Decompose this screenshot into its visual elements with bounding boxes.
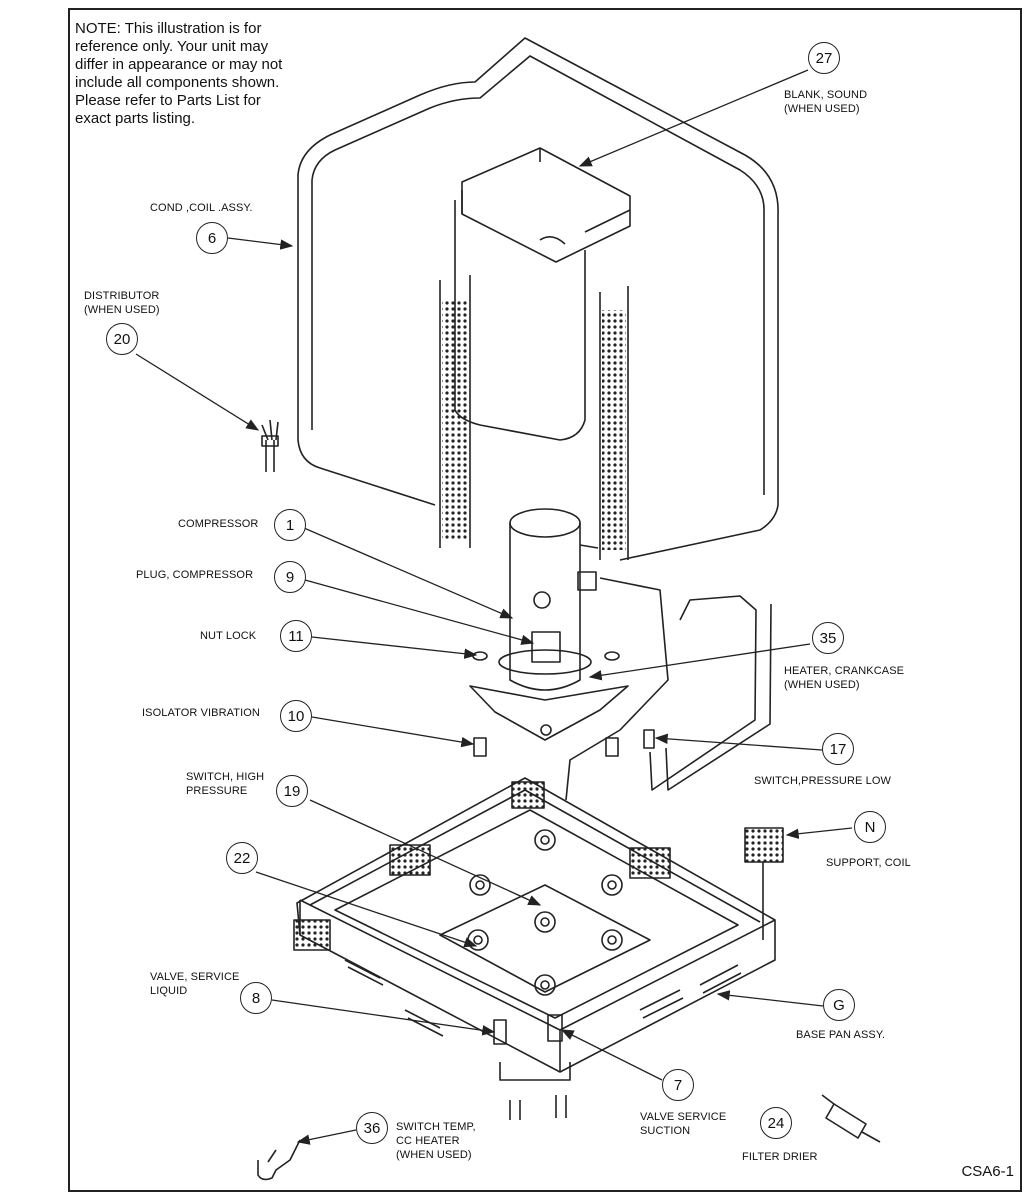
callout-10[interactable]: 10 — [280, 700, 312, 732]
callout-19[interactable]: 19 — [276, 775, 308, 807]
callout-6[interactable]: 6 — [196, 222, 228, 254]
label-cond-coil-assy: COND ,COIL .ASSY. — [150, 202, 253, 214]
callout-36[interactable]: 36 — [356, 1112, 388, 1144]
condenser-coil-assembly — [297, 37, 779, 561]
disclaimer-note: NOTE: This illustration is for reference… — [75, 20, 283, 127]
label-valve-service-liquid: VALVE, SERVICE LIQUID — [150, 971, 240, 997]
callout-1[interactable]: 1 — [274, 509, 306, 541]
callout-N[interactable]: N — [854, 811, 886, 843]
label-compressor: COMPRESSOR — [178, 518, 259, 530]
diagram-frame — [68, 8, 1022, 1192]
callout-7[interactable]: 7 — [662, 1069, 694, 1101]
filter-drier — [821, 1094, 881, 1143]
callout-11[interactable]: 11 — [280, 620, 312, 652]
compressor — [509, 508, 599, 691]
callout-17[interactable]: 17 — [822, 733, 854, 765]
label-support-coil: SUPPORT, COIL — [826, 857, 911, 869]
label-filter-drier: FILTER DRIER — [742, 1151, 818, 1163]
label-plug-compressor: PLUG, COMPRESSOR — [136, 569, 254, 581]
callout-8[interactable]: 8 — [240, 982, 272, 1014]
label-blank-sound: BLANK, SOUND (WHEN USED) — [784, 89, 868, 115]
temp-switch — [257, 1139, 301, 1181]
callout-22[interactable]: 22 — [226, 842, 258, 874]
label-switch-high-pressure: SWITCH, HIGH PRESSURE — [186, 771, 265, 797]
callout-20[interactable]: 20 — [106, 323, 138, 355]
label-nut-lock: NUT LOCK — [200, 630, 257, 642]
label-switch-temp-cc-heater: SWITCH TEMP, CC HEATER (WHEN USED) — [396, 1121, 476, 1161]
callout-35[interactable]: 35 — [812, 622, 844, 654]
base-pan-assembly — [296, 777, 776, 1120]
distributor — [261, 419, 279, 472]
callout-27[interactable]: 27 — [808, 42, 840, 74]
callout-24[interactable]: 24 — [760, 1107, 792, 1139]
label-isolator-vibration: ISOLATOR VIBRATION — [142, 707, 260, 719]
callout-G[interactable]: G — [823, 989, 855, 1021]
label-switch-pressure-low: SWITCH,PRESSURE LOW — [754, 775, 891, 787]
label-distributor: DISTRIBUTOR (WHEN USED) — [84, 290, 160, 316]
drawing-code: CSA6-1 — [961, 1163, 1014, 1180]
label-heater-crankcase: HEATER, CRANKCASE (WHEN USED) — [784, 665, 905, 691]
label-valve-service-suction: VALVE SERVICE SUCTION — [640, 1111, 727, 1137]
label-base-pan-assy: BASE PAN ASSY. — [796, 1029, 886, 1041]
callout-9[interactable]: 9 — [274, 561, 306, 593]
